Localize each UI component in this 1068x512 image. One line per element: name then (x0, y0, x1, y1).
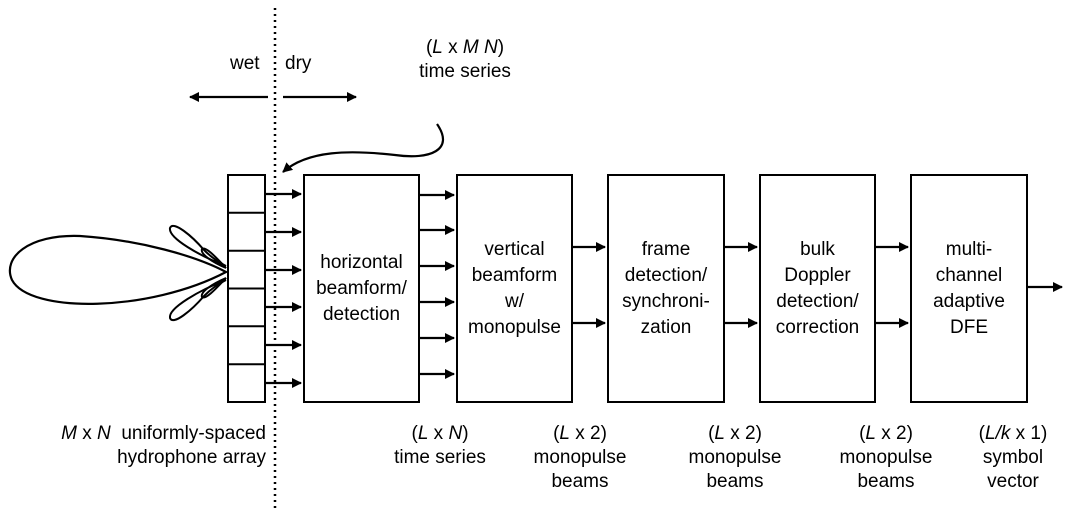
monopulse-outputs (573, 242, 909, 328)
dims-var: L/k (985, 423, 1011, 444)
stage-label: (L x 2) monopulse beams (826, 422, 946, 494)
block-line: detection (322, 303, 401, 325)
array-caption-line2: hydrophone array (117, 447, 266, 468)
time-series-pointer-arrow (282, 123, 445, 173)
stage-label: (L/k x 1) symbol vector (958, 422, 1068, 494)
block-line: adaptive (933, 290, 1005, 312)
stage-desc: beams (857, 471, 915, 492)
dims-part: x 1) (1010, 423, 1048, 444)
stage-desc: vector (987, 471, 1039, 492)
dims-var: N (448, 423, 463, 444)
block-line: horizontal (320, 251, 403, 273)
block-line: w/ (504, 290, 524, 312)
stage-label: (L x 2) monopulse beams (675, 422, 795, 494)
block-vertical-beamform: vertical beamform w/ monopulse (456, 174, 573, 403)
input-series-label: time series (419, 61, 511, 82)
block-line: detection/ (776, 290, 859, 312)
stage-desc: time series (394, 447, 486, 468)
dry-label: dry (285, 53, 312, 74)
block-horizontal-beamform: horizontal beamform/ detection (303, 174, 420, 403)
horizontal-beam-outputs (420, 190, 455, 379)
stage-desc: beams (706, 471, 764, 492)
dims-part: x (442, 37, 463, 58)
dims-var: L (432, 37, 443, 58)
block-line: bulk (800, 238, 835, 260)
beam-pattern-side-lobe-upper-2 (200, 247, 227, 269)
beam-pattern-side-lobe-upper (169, 225, 227, 267)
beam-pattern-side-lobe-lower-2 (200, 277, 227, 299)
block-line: channel (935, 264, 1003, 286)
hydrophone-array (227, 174, 266, 403)
dims-part: x 2) (724, 423, 762, 444)
dims-part: ( (411, 423, 418, 444)
block-line: DFE (950, 316, 988, 338)
dims-var: M (61, 423, 77, 444)
wet-label: wet (230, 53, 260, 74)
dims-var: N (97, 423, 111, 444)
dims-var: L (559, 423, 570, 444)
block-bulk-doppler: bulk Doppler detection/ correction (759, 174, 876, 403)
stage-label: (L x 2) monopulse beams (520, 422, 640, 494)
dims-part: x (428, 423, 449, 444)
array-caption-line1: uniformly-spaced (110, 423, 266, 444)
dims-var: M N (462, 37, 498, 58)
block-line: multi- (945, 238, 993, 260)
dims-var: L (714, 423, 725, 444)
block-line: correction (775, 316, 860, 338)
dims-part: ( (708, 423, 715, 444)
dims-part: ( (425, 37, 433, 58)
dims-part: ( (553, 423, 560, 444)
array-outputs (265, 189, 302, 388)
dims-part: x 2) (875, 423, 913, 444)
dims-var: L (865, 423, 876, 444)
block-line: beamform/ (316, 277, 407, 299)
beam-pattern-side-lobe-lower (169, 279, 227, 321)
beam-pattern-main-lobe (8, 234, 229, 305)
dims-part: ) (497, 37, 505, 58)
block-line: detection/ (624, 264, 708, 286)
block-line: synchroni- (622, 290, 710, 312)
array-caption: M x N uniformly-spaced hydrophone array (0, 422, 266, 470)
dims-part: ( (978, 423, 985, 444)
input-dims-label: (L x M N) time series (400, 36, 530, 84)
dims-var: L (417, 423, 429, 444)
block-line: monopulse (468, 316, 561, 338)
block-line: Doppler (784, 264, 851, 286)
stage-desc: beams (551, 471, 609, 492)
block-line: vertical (484, 238, 545, 260)
stage-desc: monopulse (688, 447, 782, 468)
block-line: frame (641, 238, 691, 260)
dims-part: x (76, 423, 98, 444)
block-line: zation (640, 316, 692, 338)
dims-part: ( (859, 423, 866, 444)
stage-desc: monopulse (839, 447, 933, 468)
block-line: beamform (471, 264, 558, 286)
dims-part: x 2) (569, 423, 607, 444)
stage-desc: symbol (982, 447, 1044, 468)
stage-label: (L x N) time series (380, 422, 500, 470)
stage-desc: monopulse (533, 447, 627, 468)
dims-part: ) (462, 423, 469, 444)
block-frame-detection: frame detection/ synchroni- zation (607, 174, 725, 403)
block-adaptive-dfe: multi- channel adaptive DFE (910, 174, 1028, 403)
